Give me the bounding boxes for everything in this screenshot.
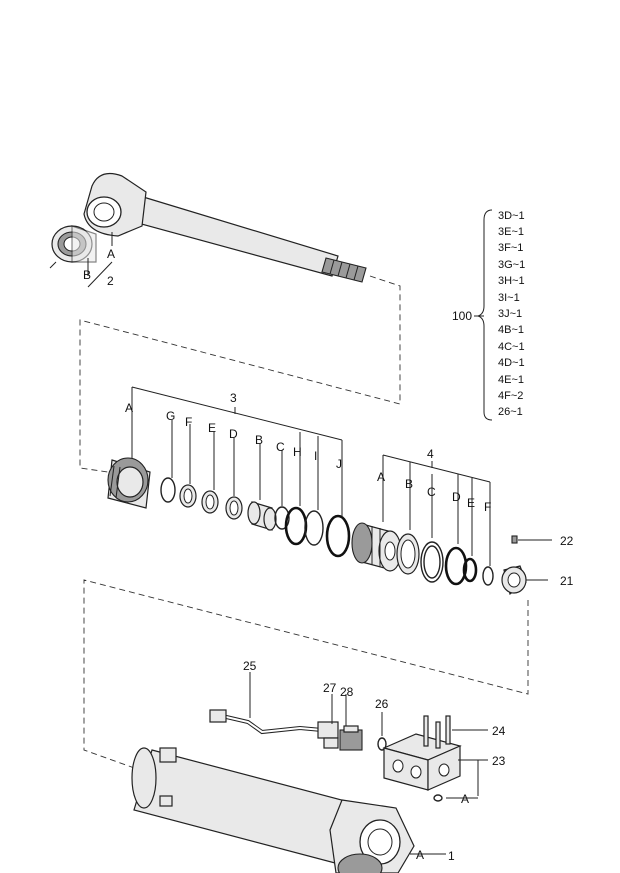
seal-kit-item: 4D~1 [498, 357, 525, 369]
seal-kit-list: 100 3D~1 3E~1 3F~1 3G~1 3H~1 3I~1 3J~1 4… [452, 209, 525, 421]
callout-3b: B [255, 433, 263, 447]
callout-3f: F [185, 415, 192, 429]
callout-25: 25 [243, 659, 257, 673]
callout-3a: A [125, 401, 133, 415]
callout-3: 3 [230, 391, 237, 405]
oring-4e [462, 557, 478, 583]
set-screw [511, 535, 518, 544]
piston [351, 522, 402, 572]
seal-kit-item: 4C~1 [498, 341, 525, 353]
fitting [339, 725, 363, 751]
callout-4d: D [452, 490, 461, 504]
callout-26: 26 [375, 697, 389, 711]
seal-kit-item: 3I~1 [498, 292, 520, 304]
valve-block [382, 733, 462, 802]
callout-3i: I [314, 449, 317, 463]
rod-eye-bushing [51, 225, 97, 263]
callout-3g: G [166, 409, 175, 423]
ring-4f [482, 566, 494, 586]
seal-kit-number: 100 [452, 309, 472, 323]
callout-1: 1 [448, 849, 455, 863]
cylinder-tube [131, 747, 415, 873]
oring-26 [377, 737, 387, 751]
piston-nut [501, 565, 527, 596]
callout-27: 27 [323, 681, 337, 695]
callout-4f: F [484, 500, 491, 514]
oring-4d [444, 546, 468, 586]
seal-3c [274, 506, 290, 530]
seal-kit-item: 3J~1 [498, 308, 522, 320]
seal-kit-item: 3E~1 [498, 226, 524, 238]
ring-4c [420, 541, 444, 583]
callout-21: 21 [560, 574, 574, 588]
callout-3h: H [293, 445, 302, 459]
bushing-3b [247, 501, 277, 531]
oring-3h [284, 506, 308, 546]
seal-kit-item: 3G~1 [498, 259, 525, 271]
callout-22: 22 [560, 534, 574, 548]
seal-kit-item: 3F~1 [498, 242, 523, 254]
callout-28: 28 [340, 685, 354, 699]
callout-rod-2: 2 [107, 274, 114, 288]
seal-kit-item: 26~1 [498, 406, 523, 418]
seal-kit-item: 3D~1 [498, 210, 525, 222]
pipe [209, 709, 339, 749]
callout-23a: A [461, 792, 469, 806]
callout-4e: E [467, 496, 475, 510]
seal-kit-item: 3H~1 [498, 275, 525, 287]
callout-4b: B [405, 477, 413, 491]
gland [107, 457, 151, 509]
ring-3i [304, 510, 324, 546]
seal-kit-item: 4B~1 [498, 324, 524, 336]
bolts [423, 715, 451, 749]
callout-23: 23 [492, 754, 506, 768]
callout-tube-a: A [416, 848, 424, 862]
seal-kit-item: 4F~2 [498, 390, 523, 402]
callout-rod-a: A [107, 247, 115, 261]
callout-rod-b: B [83, 268, 91, 282]
callout-3d: D [229, 427, 238, 441]
piston-rod [83, 173, 367, 283]
callout-3c: C [276, 440, 285, 454]
oring-3j [325, 514, 351, 558]
seal-3g [160, 477, 176, 503]
callout-3e: E [208, 421, 216, 435]
callout-4c: C [427, 485, 436, 499]
seal-kit-item: 4E~1 [498, 374, 524, 386]
callout-4: 4 [427, 447, 434, 461]
callout-4a: A [377, 470, 385, 484]
callout-3j: J [336, 457, 342, 471]
callout-24: 24 [492, 724, 506, 738]
